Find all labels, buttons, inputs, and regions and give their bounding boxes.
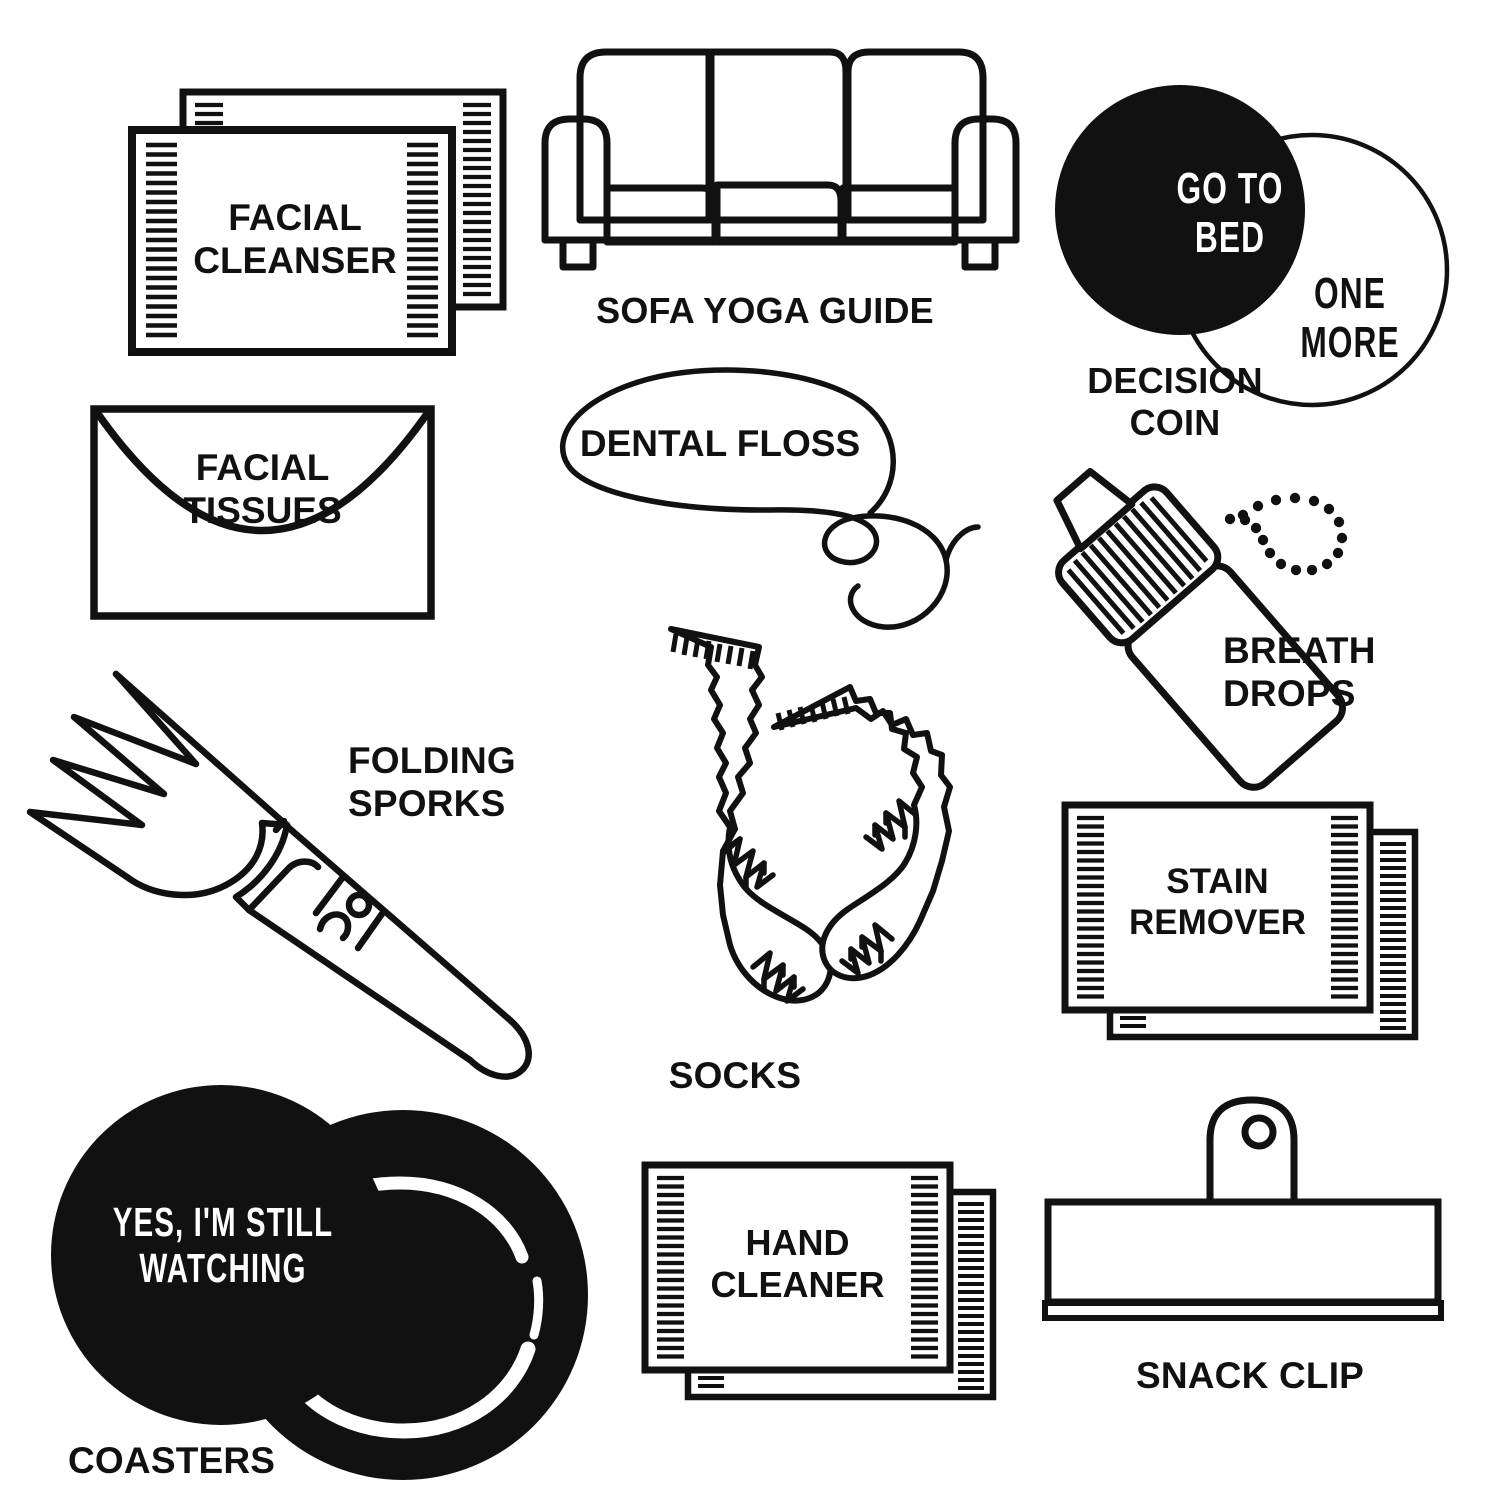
floss-loop-icon — [560, 367, 981, 630]
item-label-hand-cleaner: HAND CLEANER — [710, 1222, 885, 1305]
item-facial-tissues[interactable]: FACIAL TISSUES — [90, 405, 435, 620]
item-dental-floss[interactable]: DENTAL FLOSS — [540, 355, 981, 655]
item-label-dental-floss: DENTAL FLOSS — [579, 423, 861, 464]
spork-icon — [26, 670, 532, 1080]
two-coasters-icon — [48, 1085, 618, 1485]
item-breath-drops[interactable]: BREATH DROPS — [965, 440, 1425, 791]
item-snack-clip[interactable]: SNACK CLIP — [1040, 1090, 1460, 1430]
item-label-socks: SOCKS — [668, 1055, 802, 1096]
item-coasters[interactable]: YES, I'M STILL WATCHING COASTERS — [48, 1085, 618, 1500]
item-label-stain-remover: STAIN REMOVER — [1129, 862, 1306, 942]
item-label-decision-coin: DECISION COIN — [1087, 360, 1263, 443]
item-label-breath-drops: BREATH DROPS — [1223, 630, 1376, 714]
item-facial-cleanser[interactable]: FACIAL CLEANSER — [125, 85, 515, 360]
item-sofa-yoga-guide[interactable]: SOFA YOGA GUIDE — [535, 35, 1020, 331]
item-label-facial-cleanser: FACIAL CLEANSER — [193, 197, 397, 281]
sachet-packet-icon — [128, 88, 507, 356]
tissue-box-icon — [90, 405, 435, 620]
item-socks[interactable]: SOCKS — [580, 615, 970, 1115]
coin-face-front-text: GO TO BED — [1176, 164, 1284, 263]
dropper-bottle-icon — [1053, 467, 1348, 791]
item-stain-remover[interactable]: STAIN REMOVER — [1060, 800, 1420, 1070]
item-hand-cleaner[interactable]: HAND CLEANER — [640, 1160, 1000, 1440]
sachet-packet-icon — [641, 1161, 997, 1401]
snack-clip-icon — [1042, 1096, 1444, 1321]
item-label-snack-clip: SNACK CLIP — [1135, 1355, 1365, 1396]
item-decision-coin[interactable]: GO TO BED ONE MORE DECISION COIN — [1020, 80, 1460, 443]
sachet-packet-icon — [1061, 801, 1419, 1041]
two-coins-icon — [1055, 85, 1450, 408]
item-folding-sporks[interactable]: FOLDING SPORKS — [26, 645, 570, 1080]
socks-pair-icon — [668, 626, 953, 1004]
item-label-facial-tissues: FACIAL TISSUES — [183, 447, 342, 531]
item-label-folding-sporks: FOLDING SPORKS — [348, 740, 516, 824]
coin-face-back-text: ONE MORE — [1300, 269, 1400, 368]
item-label-coasters: COASTERS — [68, 1440, 276, 1481]
coaster-face-front-text: YES, I'M STILL WATCHING — [112, 1199, 334, 1291]
item-label-sofa-yoga-guide: SOFA YOGA GUIDE — [596, 290, 934, 331]
sofa-icon — [541, 48, 1020, 271]
